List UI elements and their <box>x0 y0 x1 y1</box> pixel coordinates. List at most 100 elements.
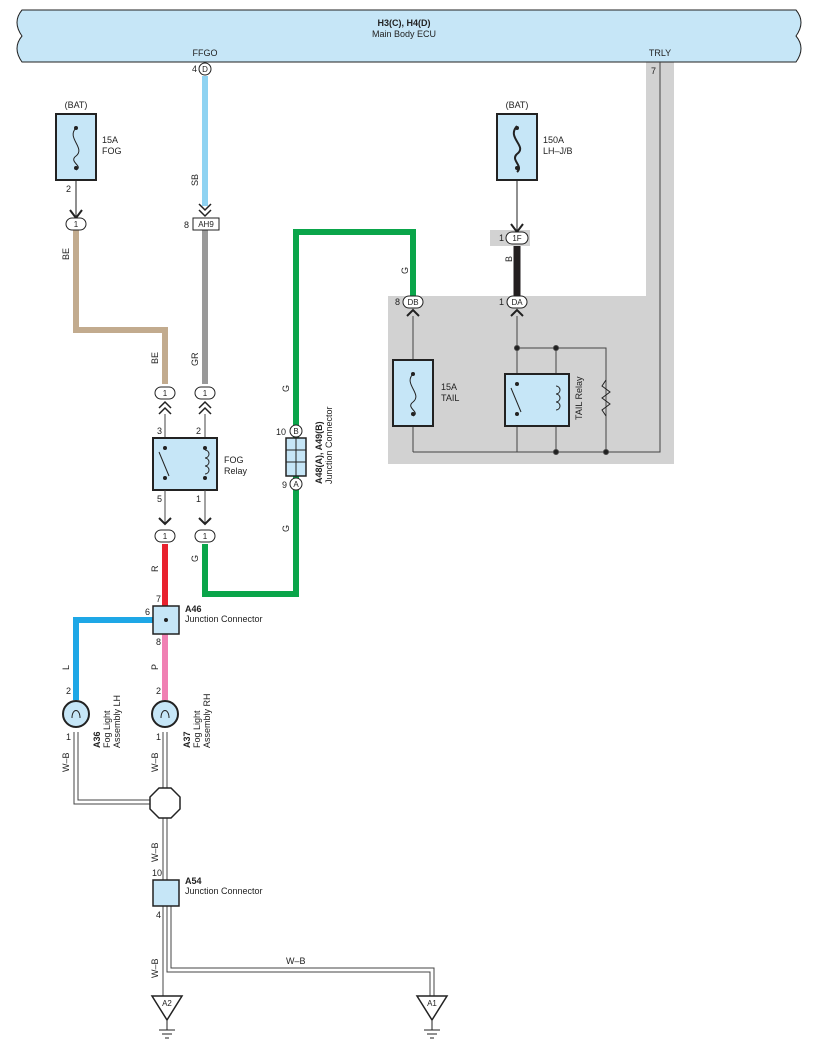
svg-text:15A: 15A <box>441 382 457 392</box>
svg-text:Junction Connector: Junction Connector <box>185 614 263 624</box>
svg-text:6: 6 <box>145 607 150 617</box>
ecu-connectors: 4 D 7 <box>192 62 656 76</box>
svg-text:2: 2 <box>66 184 71 194</box>
svg-text:(BAT): (BAT) <box>506 100 529 110</box>
svg-text:1: 1 <box>499 297 504 307</box>
ecu-pin-trly: TRLY <box>649 48 671 58</box>
label-g-2: G <box>281 385 291 392</box>
svg-text:Junction Connector: Junction Connector <box>185 886 263 896</box>
wire-g <box>202 229 416 597</box>
label-g-1: G <box>400 267 410 274</box>
label-b: B <box>504 256 514 262</box>
svg-text:Relay: Relay <box>224 466 248 476</box>
svg-text:8: 8 <box>395 297 400 307</box>
svg-text:8: 8 <box>156 637 161 647</box>
label-wb-5: W–B <box>286 956 306 966</box>
svg-text:1: 1 <box>203 389 208 398</box>
svg-text:15A: 15A <box>102 135 118 145</box>
svg-text:A1: A1 <box>427 999 437 1008</box>
label-be-2: BE <box>150 352 160 364</box>
svg-text:TAIL: TAIL <box>441 393 459 403</box>
svg-text:TAIL Relay: TAIL Relay <box>574 376 584 420</box>
label-g-4: G <box>190 555 200 562</box>
junction-a46: 7 6 8 A46 Junction Connector <box>145 594 263 647</box>
svg-text:2: 2 <box>156 686 161 696</box>
svg-text:A37: A37 <box>182 731 192 748</box>
tail-internal <box>412 316 660 455</box>
fuse-lhjb: (BAT) 150A LH–J/B 1 1F <box>496 100 573 245</box>
fog-relay: 1 1 1 3 2 FOG Relay 5 1 1 1 <box>152 386 248 543</box>
fuse-fog: (BAT) 15A FOG 2 1 <box>55 100 122 231</box>
svg-text:A2: A2 <box>162 999 172 1008</box>
ecu-subtitle: Main Body ECU <box>372 29 436 39</box>
wire-be <box>73 230 168 384</box>
svg-text:A46: A46 <box>185 604 202 614</box>
label-sb: SB <box>190 174 200 186</box>
junction-a54: 10 4 A54 Junction Connector <box>152 868 263 920</box>
svg-text:Fog Light: Fog Light <box>102 710 112 748</box>
svg-text:2: 2 <box>196 426 201 436</box>
svg-text:10: 10 <box>276 427 286 437</box>
junction-a48-a49: 10 B 9 A A48(A), A49(B) Junction Connect… <box>276 406 334 491</box>
svg-text:4: 4 <box>156 910 161 920</box>
svg-text:B: B <box>293 427 298 436</box>
svg-text:1: 1 <box>163 532 168 541</box>
svg-text:4: 4 <box>192 64 197 74</box>
svg-text:D: D <box>202 65 208 74</box>
svg-text:(BAT): (BAT) <box>65 100 88 110</box>
svg-text:3: 3 <box>157 426 162 436</box>
svg-text:Assembly LH: Assembly LH <box>112 695 122 748</box>
label-g-3: G <box>281 525 291 532</box>
svg-text:8: 8 <box>184 220 189 230</box>
svg-text:9: 9 <box>282 480 287 490</box>
svg-text:LH–J/B: LH–J/B <box>543 146 573 156</box>
label-wb-3: W–B <box>150 842 160 862</box>
label-wb-1: W–B <box>61 752 71 772</box>
svg-text:DA: DA <box>511 298 523 307</box>
svg-text:A: A <box>293 480 299 489</box>
svg-text:A54: A54 <box>185 876 202 886</box>
svg-text:2: 2 <box>66 686 71 696</box>
svg-text:150A: 150A <box>543 135 564 145</box>
ecu-pin-ffgo: FFGO <box>193 48 218 58</box>
ground-a2: A2 <box>150 995 184 1039</box>
svg-text:A48(A), A49(B): A48(A), A49(B) <box>314 421 324 484</box>
wire-labels: SB GR BE BE G G G G B R L P W–B W–B W–B … <box>61 174 514 978</box>
svg-text:AH9: AH9 <box>198 220 214 229</box>
svg-text:1: 1 <box>66 732 71 742</box>
svg-text:FOG: FOG <box>102 146 122 156</box>
svg-text:A36: A36 <box>92 731 102 748</box>
ground-a1: A1 <box>415 995 449 1039</box>
fog-light-rh: 2 1 A37 Fog Light Assembly RH <box>151 686 212 748</box>
svg-text:Assembly RH: Assembly RH <box>202 693 212 748</box>
ecu-title: H3(C), H4(D) <box>378 18 431 28</box>
label-gr: GR <box>190 352 200 366</box>
svg-text:7: 7 <box>156 594 161 604</box>
wb-wires <box>73 732 435 996</box>
svg-text:Fog Light: Fog Light <box>192 710 202 748</box>
svg-text:1: 1 <box>156 732 161 742</box>
svg-text:1: 1 <box>499 233 504 243</box>
label-r: R <box>150 565 160 572</box>
svg-text:FOG: FOG <box>224 455 244 465</box>
tail-relay: TAIL Relay <box>504 373 611 427</box>
label-p: P <box>150 664 160 670</box>
svg-text:DB: DB <box>407 298 418 307</box>
svg-text:1: 1 <box>203 532 208 541</box>
fuse-tail: 15A TAIL <box>392 359 459 427</box>
label-wb-4: W–B <box>150 958 160 978</box>
svg-text:1: 1 <box>74 220 79 229</box>
label-be-1: BE <box>61 248 71 260</box>
svg-text:Junction Connector: Junction Connector <box>324 406 334 484</box>
tail-connectors: 8 DB 1 DA <box>395 295 528 317</box>
svg-text:10: 10 <box>152 868 162 878</box>
main-body-ecu: H3(C), H4(D) Main Body ECU FFGO TRLY <box>16 9 802 63</box>
svg-text:7: 7 <box>651 66 656 76</box>
svg-text:1: 1 <box>196 494 201 504</box>
svg-text:1F: 1F <box>512 234 521 243</box>
connector-ah9: 8 AH9 <box>184 203 220 231</box>
svg-text:1: 1 <box>163 389 168 398</box>
svg-text:5: 5 <box>157 494 162 504</box>
label-wb-2: W–B <box>150 752 160 772</box>
